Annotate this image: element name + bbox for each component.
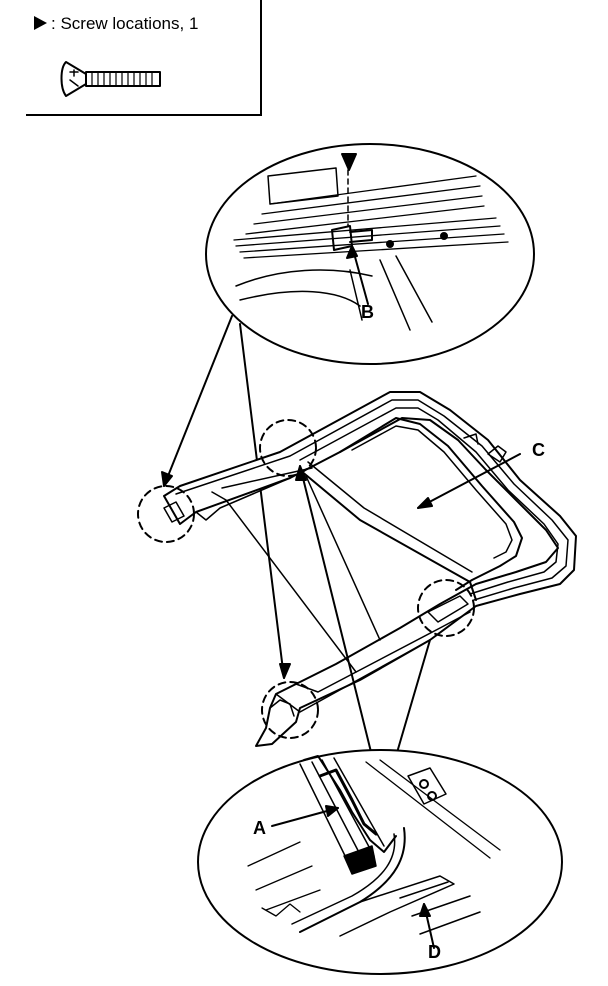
legend: : Screw locations, 1 (34, 14, 198, 34)
callout-b: B (361, 302, 374, 322)
legend-text: : Screw locations, 1 (51, 14, 199, 33)
callout-c: C (532, 440, 545, 460)
sunroof-frame (163, 391, 577, 747)
screw-icon (60, 61, 161, 97)
callout-a: A (253, 818, 266, 838)
callout-d: D (428, 942, 441, 962)
detail-view-b (205, 143, 535, 365)
detail-view-a-d (197, 749, 563, 975)
screw-location-triangle-icon (34, 16, 47, 30)
legend-box (26, 0, 262, 116)
